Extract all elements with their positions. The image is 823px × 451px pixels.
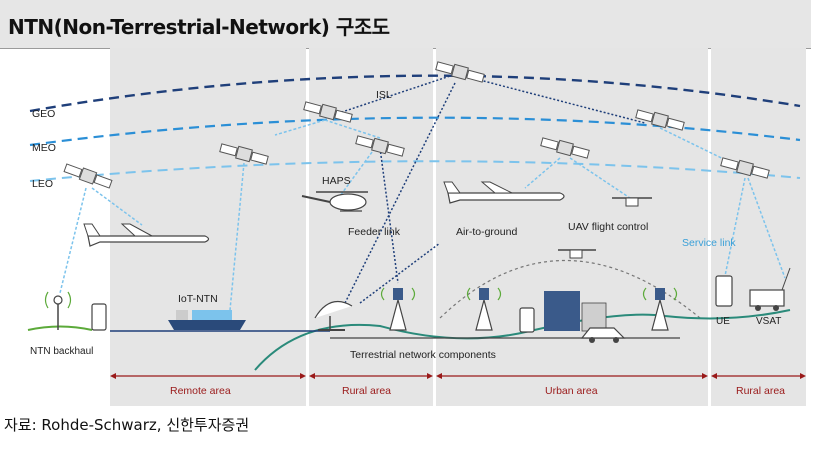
meo-link [524, 157, 561, 189]
cell-tower-icon [642, 287, 678, 331]
panel-urban [436, 48, 708, 406]
isl-link [471, 77, 646, 124]
phone-icon [91, 303, 107, 331]
satellite-icon [63, 163, 113, 189]
satellite-icon [219, 143, 269, 165]
ntn-backhaul-label: NTN backhaul [30, 346, 93, 357]
drone-icon [558, 249, 596, 259]
uav-flight-control-label: UAV flight control [568, 221, 648, 233]
building-icon [544, 291, 607, 332]
meo-link [569, 157, 631, 199]
orbit-label-geo: GEO [32, 108, 55, 120]
geo-orbit [29, 74, 801, 113]
area-label-rural: Rural area [342, 385, 391, 397]
satellite-icon [720, 157, 770, 179]
ue-label: UE [716, 316, 730, 327]
airplane-icon [83, 223, 210, 247]
vsat-label: VSAT [756, 316, 781, 327]
satellite-icon [303, 101, 353, 123]
page-title: NTN(Non-Terrestrial-Network) 구조도 [8, 15, 390, 39]
satellite-icon [540, 137, 590, 159]
satellite-icon [435, 61, 485, 83]
iot-ntn-label: IoT-NTN [178, 293, 218, 305]
panel-rural-2 [711, 48, 806, 406]
terrestrial-label: Terrestrial network components [350, 349, 496, 361]
leo-link [91, 187, 143, 226]
panel-remote [110, 48, 306, 406]
ue-phone-icon [715, 275, 733, 307]
feeder-link [379, 147, 399, 284]
leo-link [724, 177, 746, 277]
ground-link [359, 242, 441, 304]
backhaul-grass [27, 325, 93, 331]
meo-orbit [29, 116, 801, 147]
airplane-icon [443, 181, 565, 204]
leo-link [747, 177, 786, 279]
isl-link [329, 75, 451, 117]
isl-label: ISL [376, 89, 392, 101]
source-note: 자료: Rohde-Schwarz, 신한투자증권 [4, 416, 250, 434]
meo-link [274, 119, 326, 136]
leo-orbit [29, 160, 801, 182]
car-icon [580, 327, 626, 343]
leo-link [59, 187, 87, 294]
satellite-dish-icon [314, 300, 353, 331]
area-label-urban: Urban area [545, 385, 598, 397]
ntn-diagram: GEO MEO LEO [27, 48, 806, 406]
orbit-label-meo: MEO [32, 142, 56, 154]
orbit-label-leo: LEO [32, 178, 53, 190]
haps-icon [301, 191, 368, 212]
phone-icon [519, 307, 535, 333]
antenna-icon [44, 291, 72, 330]
ship-icon [168, 310, 246, 330]
feeder-link [344, 82, 456, 304]
air-to-ground-label: Air-to-ground [456, 226, 517, 238]
drone-icon [612, 197, 652, 207]
area-label-remote: Remote area [170, 385, 231, 397]
service-link-label: Service link [682, 237, 736, 249]
satellite-icon [635, 109, 685, 131]
vsat-vehicle-icon [749, 267, 791, 311]
area-label-rural-2: Rural area [736, 385, 785, 397]
cell-tower-icon [466, 287, 502, 331]
haps-label: HAPS [322, 175, 351, 187]
title-bar: NTN(Non-Terrestrial-Network) 구조도 [0, 0, 811, 49]
satellite-icon [355, 135, 405, 157]
cell-tower-icon [380, 287, 416, 331]
feeder-link-label: Feeder link [348, 226, 401, 238]
